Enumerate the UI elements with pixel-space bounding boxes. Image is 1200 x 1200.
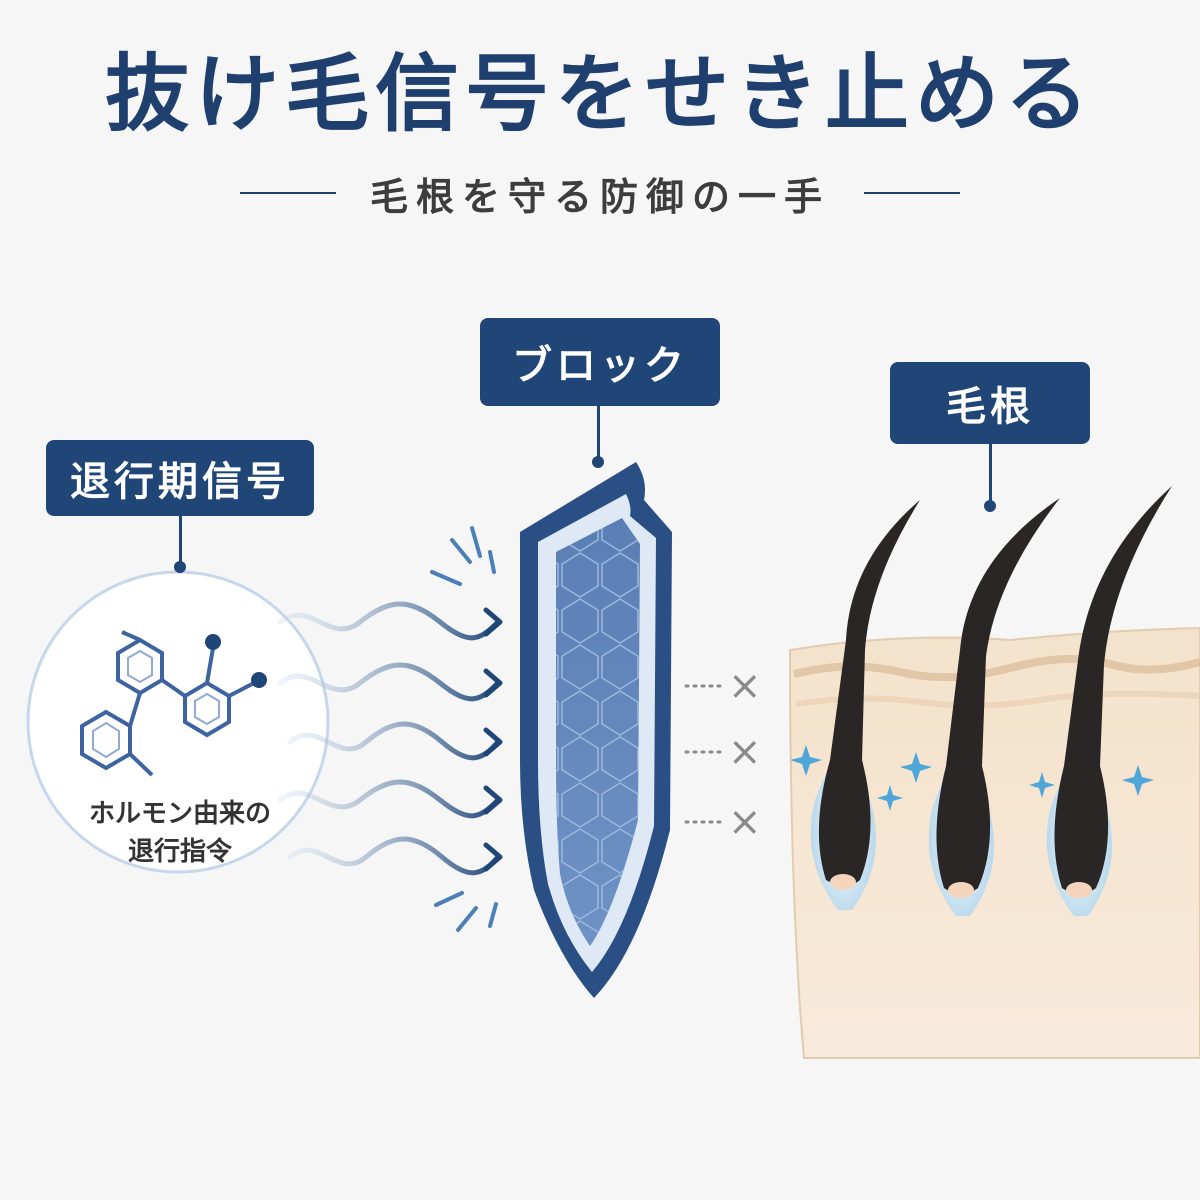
label-signal-dot xyxy=(174,561,186,573)
signal-waves xyxy=(277,601,501,876)
subtitle-left-rule xyxy=(239,192,336,194)
label-root-dot xyxy=(984,500,996,512)
hair-follicle xyxy=(810,500,920,910)
impact-lines xyxy=(430,526,498,932)
hair-follicle xyxy=(1046,486,1172,916)
label-root: 毛根 xyxy=(890,362,1090,444)
label-block-stem xyxy=(597,406,600,462)
hair-follicle xyxy=(928,498,1060,916)
blocked-x-icon: × xyxy=(728,799,762,845)
label-root-stem xyxy=(989,444,992,506)
main-title: 抜け毛信号をせき止める xyxy=(104,45,1095,143)
label-block: ブロック xyxy=(480,318,720,406)
subtitle-right-rule xyxy=(864,192,960,194)
atom-dot xyxy=(251,672,267,688)
subtitle-row: 毛根を守る防御の一手 xyxy=(0,168,1200,219)
atom-dot xyxy=(205,634,221,650)
arrow-heads xyxy=(483,607,503,872)
blocked-x-icon: × xyxy=(728,663,762,709)
blocked-paths xyxy=(684,684,726,824)
blocked-x-icon: × xyxy=(728,729,762,775)
label-signal: 退行期信号 xyxy=(46,440,314,516)
sparkle-icon xyxy=(790,745,1154,811)
signal-circle-caption-line2: 退行指令 xyxy=(127,837,232,867)
subtitle: 毛根を守る防御の一手 xyxy=(369,174,830,219)
molecule-icon xyxy=(80,630,259,777)
label-signal-stem xyxy=(179,516,182,566)
label-block-dot xyxy=(592,456,604,468)
signal-circle-caption-line1: ホルモン由来の xyxy=(88,799,271,829)
shield-icon xyxy=(520,462,672,998)
